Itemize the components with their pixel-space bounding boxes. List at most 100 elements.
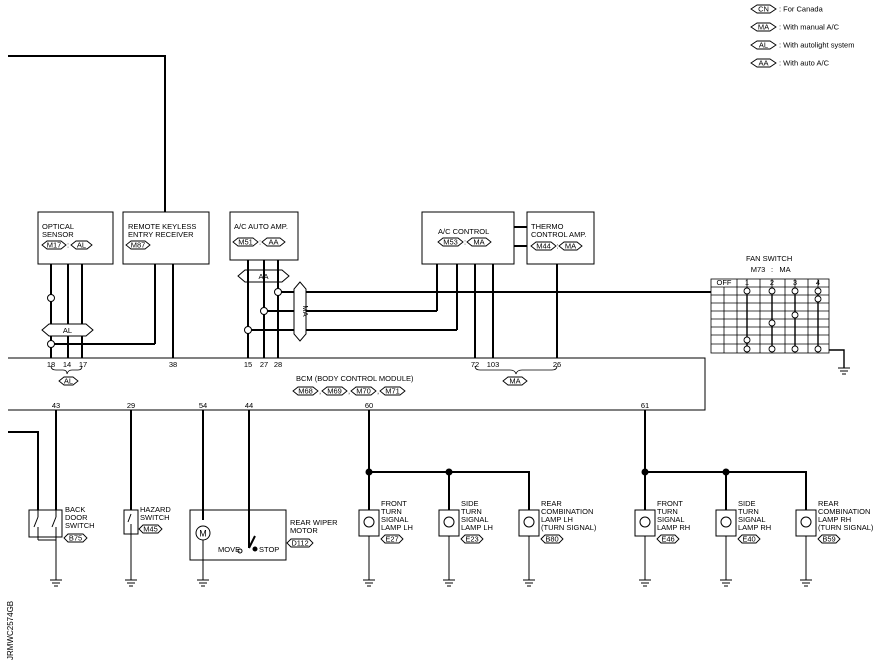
back-door-label-1: BACK <box>65 505 85 514</box>
front-lh-connector: E27 <box>385 535 398 544</box>
optical-sensor-connector: M17 <box>47 241 62 250</box>
thermo-amp-box <box>526 211 595 265</box>
rear-wiper-stop: STOP <box>259 545 279 554</box>
back-door-label-2: DOOR <box>65 513 88 522</box>
front-rh-label-3: SIGNAL <box>657 515 685 524</box>
bcm-al-option: AL <box>64 377 73 386</box>
rear-wiper-move: MOVE <box>218 545 240 554</box>
hazard-connector: M45 <box>143 525 158 534</box>
fan-switch-col-3: 3 <box>793 278 797 287</box>
bcm-pin-26: 26 <box>553 360 561 369</box>
back-door-label-3: SWITCH <box>65 521 95 530</box>
legend-code-ma: MA <box>758 23 769 32</box>
side-rh-label-2: TURN <box>738 507 759 516</box>
front-lh-label-3: SIGNAL <box>381 515 409 524</box>
legend-text-cn: : For Canada <box>779 5 824 14</box>
legend-code-aa: AA <box>758 59 768 68</box>
front-rh-label-2: TURN <box>657 507 678 516</box>
rear-rh-label-1: REAR <box>818 499 839 508</box>
side-lh-label-3: SIGNAL <box>461 515 489 524</box>
rear-lh-label-4: (TURN SIGNAL) <box>541 523 597 532</box>
side-rh-label-4: LAMP RH <box>738 523 771 532</box>
bcm-pin-18: 18 <box>47 360 55 369</box>
legend-code-cn: CN <box>758 5 769 14</box>
side-lh-label-1: SIDE <box>461 499 479 508</box>
hazard-label-2: SWITCH <box>140 513 170 522</box>
bcm-pin-61: 61 <box>641 401 649 410</box>
fan-switch-title: FAN SWITCH <box>746 254 792 263</box>
rear-lh-label-3: LAMP LH <box>541 515 573 524</box>
bcm-pin-43: 43 <box>52 401 60 410</box>
thermo-amp-connector: M44 <box>536 242 551 251</box>
bcm-title: BCM (BODY CONTROL MODULE) <box>296 374 414 383</box>
optical-sensor-label-1: OPTICAL <box>42 222 74 231</box>
hazard-switch-symbol <box>123 509 139 580</box>
fan-switch-connector: M73 <box>751 265 766 274</box>
front-rh-label-4: LAMP RH <box>657 523 690 532</box>
legend-code-al: AL <box>759 41 768 50</box>
optical-sensor-label-2: SENSOR <box>42 230 74 239</box>
side-lh-connector: E23 <box>465 535 478 544</box>
ac-control-connector: M53 <box>443 238 458 247</box>
side-rh-connector: E40 <box>742 535 755 544</box>
legend <box>750 4 777 68</box>
fan-switch-colon: : <box>771 265 773 274</box>
ac-auto-amp-colon: : <box>259 238 261 247</box>
rear-lh-label-1: REAR <box>541 499 562 508</box>
optical-sensor-colon: : <box>67 241 69 250</box>
bcm-connector-m70: M70 <box>356 387 371 396</box>
ma-bus-marker <box>293 281 307 342</box>
side-lh-label-2: TURN <box>461 507 482 516</box>
thermo-amp-option: MA <box>565 242 576 251</box>
bcm-pin-54: 54 <box>199 401 207 410</box>
legend-text: CN : For Canada MA : With manual A/C AL … <box>758 5 855 68</box>
keyless-receiver-label-2: ENTRY RECEIVER <box>128 230 194 239</box>
bcm-outline <box>8 357 706 411</box>
fan-switch-col-1: 1 <box>745 278 749 287</box>
back-door-connector: B75 <box>69 534 82 543</box>
front-rh-label-1: FRONT <box>657 499 683 508</box>
al-bus-label: AL <box>63 326 72 335</box>
thermo-amp-label-1: THERMO <box>531 222 564 231</box>
ma-bus-label: MA <box>301 305 310 316</box>
back-door-switch-symbol <box>28 509 63 580</box>
ac-auto-amp-connector: M51 <box>238 238 253 247</box>
legend-text-al: : With autolight system <box>779 41 854 50</box>
bcm-pin-27: 27 <box>260 360 268 369</box>
fan-switch-col-2: 2 <box>770 278 774 287</box>
keyless-receiver-box <box>122 211 210 265</box>
thermo-amp-colon: : <box>556 242 558 251</box>
hazard-label-1: HAZARD <box>140 505 171 514</box>
optical-sensor-box <box>37 211 114 265</box>
bcm-pin-60: 60 <box>365 401 373 410</box>
ac-control-label: A/C CONTROL <box>438 227 489 236</box>
front-lh-label-4: LAMP LH <box>381 523 413 532</box>
bcm-comma-1: , <box>319 387 321 396</box>
bcm-connector-m69: M69 <box>327 387 342 396</box>
bcm-ma-option: MA <box>509 377 520 386</box>
rear-rh-label-3: LAMP RH <box>818 515 851 524</box>
front-lh-label-2: TURN <box>381 507 402 516</box>
bcm-pin-103: 103 <box>487 360 500 369</box>
fan-switch-option: MA <box>779 265 790 274</box>
rear-lh-label-2: COMBINATION <box>541 507 593 516</box>
bcm-comma-2: , <box>348 387 350 396</box>
rear-wiper-connector: D112 <box>291 539 308 548</box>
bcm-pin-14: 14 <box>63 360 71 369</box>
ac-control-option: MA <box>473 238 484 247</box>
rear-rh-label-4: (TURN SIGNAL) <box>818 523 874 532</box>
rear-rh-label-2: COMBINATION <box>818 507 870 516</box>
ac-auto-amp-box <box>229 211 299 261</box>
bcm-pin-38: 38 <box>169 360 177 369</box>
legend-text-ma: : With manual A/C <box>779 23 840 32</box>
fan-switch-col-4: 4 <box>816 278 820 287</box>
bcm-comma-3: , <box>377 387 379 396</box>
figure-id: JRMWC2574GB <box>6 601 15 660</box>
bcm-pin-15: 15 <box>244 360 252 369</box>
bcm-pin-17: 17 <box>79 360 87 369</box>
side-rh-label-3: SIGNAL <box>738 515 766 524</box>
wiper-motor-symbol: M <box>199 529 207 539</box>
fan-switch-col-off: OFF <box>717 278 732 287</box>
bcm-pin-29: 29 <box>127 401 135 410</box>
